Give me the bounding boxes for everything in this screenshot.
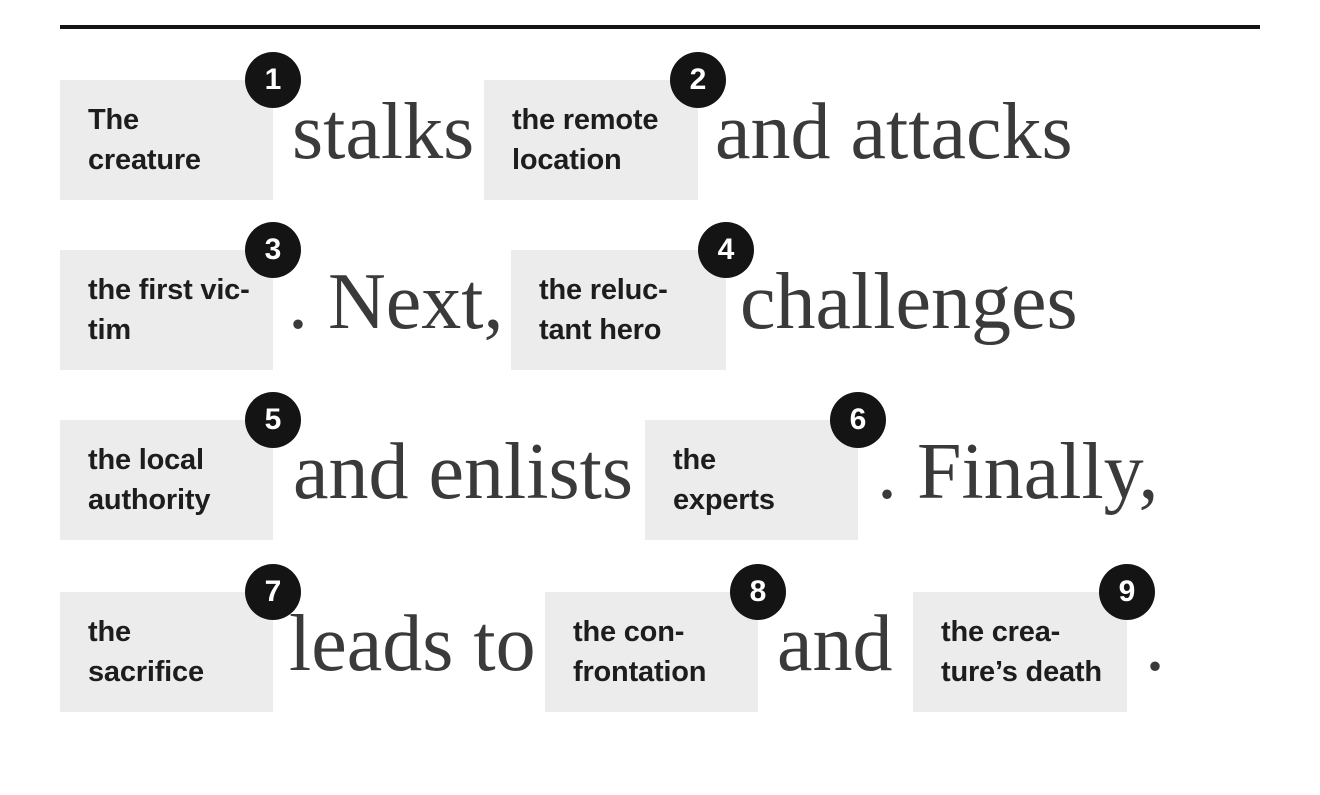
blank-the-creatures-death: the crea- ture’s death 9 <box>913 564 1155 712</box>
blank-the-local-authority: the local authority 5 <box>60 392 301 540</box>
badge-number: 9 <box>1118 575 1136 608</box>
blank-the-confrontation: the con- frontation 8 <box>545 564 786 712</box>
number-badge-7: 7 <box>245 564 301 620</box>
blank-label: the con- frontation <box>573 616 707 688</box>
badge-number: 5 <box>264 403 282 436</box>
connector-word: . <box>1145 600 1165 688</box>
badge-number: 7 <box>264 575 282 608</box>
number-badge-6: 6 <box>830 392 886 448</box>
connector-word: leads to <box>289 600 536 688</box>
number-badge-3: 3 <box>245 222 301 278</box>
blank-the-remote-location: the remote location 2 <box>484 52 726 200</box>
blank-the-sacrifice: the sacrifice 7 <box>60 564 301 712</box>
connector-word: and enlists <box>293 428 633 516</box>
blank-label: the remote location <box>512 104 659 176</box>
blank-label: the first vic- tim <box>88 274 250 346</box>
blank-label: The creature <box>88 104 201 176</box>
connector-word: challenges <box>740 258 1078 346</box>
blank-label: the crea- ture’s death <box>941 616 1102 688</box>
number-badge-5: 5 <box>245 392 301 448</box>
badge-number: 8 <box>749 575 767 608</box>
connector-word: . Finally, <box>877 428 1159 516</box>
connector-word: . Next, <box>288 258 504 346</box>
connector-word: and attacks <box>715 88 1073 176</box>
blank-label: the sacrifice <box>88 616 204 688</box>
connector-word: stalks <box>292 88 475 176</box>
blank-label: the reluc- tant hero <box>539 274 668 346</box>
badge-number: 6 <box>849 403 867 436</box>
badge-number: 1 <box>264 63 282 96</box>
connector-word: and <box>777 600 893 688</box>
number-badge-4: 4 <box>698 222 754 278</box>
blank-label: the local authority <box>88 444 211 516</box>
blank-the-experts: the experts 6 <box>645 392 886 540</box>
blank-the-first-victim: the first vic- tim 3 <box>60 222 301 370</box>
blank-label: the experts <box>673 444 775 516</box>
number-badge-9: 9 <box>1099 564 1155 620</box>
number-badge-1: 1 <box>245 52 301 108</box>
blank-the-reluctant-hero: the reluc- tant hero 4 <box>511 222 754 370</box>
blank-the-creature: The creature 1 <box>60 52 301 200</box>
number-badge-2: 2 <box>670 52 726 108</box>
top-rule <box>60 25 1260 29</box>
number-badge-8: 8 <box>730 564 786 620</box>
badge-number: 4 <box>717 233 735 266</box>
badge-number: 2 <box>689 63 707 96</box>
badge-number: 3 <box>264 233 282 266</box>
